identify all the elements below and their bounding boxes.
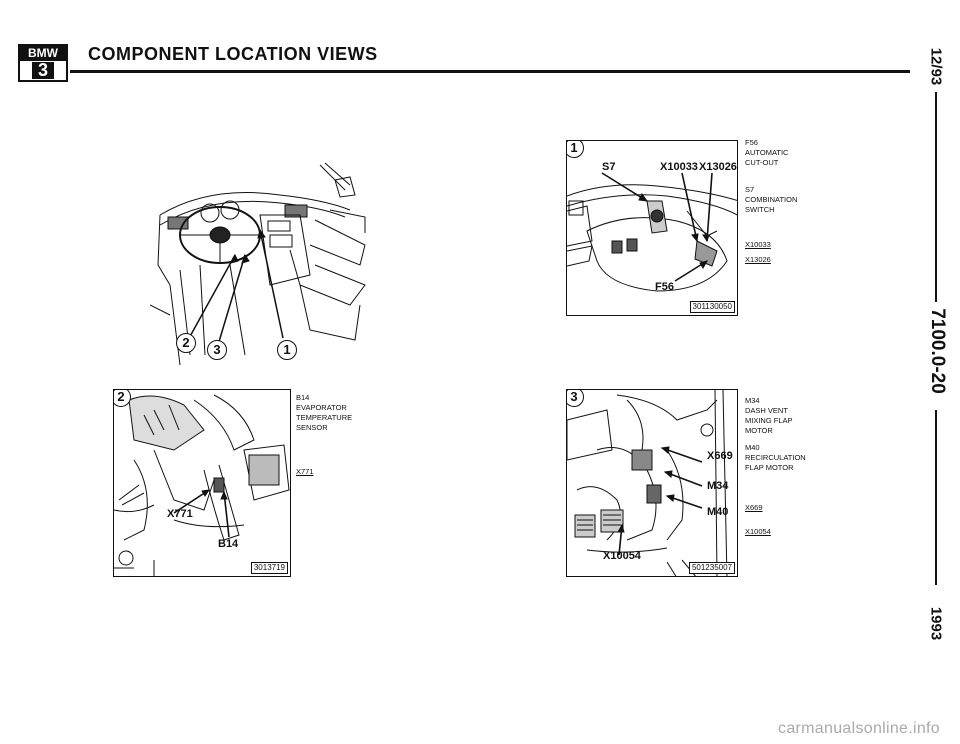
legend-m40-desc1: RECIRCULATION [745,453,806,462]
panel-3-legend: M34 DASH VENT MIXING FLAP MOTOR M40 RECI… [745,396,806,537]
legend-b14-desc1: EVAPORATOR [296,403,347,412]
overview-callout-2: 2 [176,333,196,353]
panel-2-legend: B14 EVAPORATOR TEMPERATURE SENSOR X771 [296,393,352,477]
legend-m40-code: M40 [745,443,760,452]
legend-s7-code: S7 [745,185,755,194]
legend-b14-desc3: SENSOR [296,423,328,432]
legend-m34-desc3: MOTOR [745,426,773,435]
logo-series: 3 [31,61,54,79]
panel-2-part-number: 3013719 [250,562,288,574]
label-f56: F56 [655,281,674,293]
panel-1-number: 1 [567,141,584,158]
panel-2-evaporator: 2 X771 B14 3013719 [113,389,291,577]
legend-m34-desc2: MIXING FLAP [745,416,793,425]
legend-b14-code: B14 [296,393,310,402]
label-x10054: X10054 [603,550,641,562]
label-x13026: X13026 [699,161,737,173]
legend-x10054: X10054 [745,527,771,536]
legend-s7-desc1: COMBINATION [745,195,798,204]
legend-b14-desc2: TEMPERATURE [296,413,353,422]
legend-x669: X669 [745,503,763,512]
dashboard-overview-illustration [150,162,366,366]
header-rule [70,70,910,73]
overview-callout-1: 1 [277,340,297,360]
panel-3-number: 3 [567,390,584,407]
label-m34: M34 [707,480,729,492]
flap-motors-illustration [567,390,728,576]
bmw-3-series-logo: BMW 3 [18,44,68,82]
legend-m40-desc2: FLAP MOTOR [745,463,794,472]
label-x771: X771 [167,508,193,520]
legend-f56-desc1: AUTOMATIC [745,148,789,157]
margin-year: 1993 [927,606,945,641]
panel-1-part-number: 301130050 [689,301,735,313]
panel-3-flap-motors: 3 X669 M34 M40 X10054 501235007 [566,389,738,577]
label-x669: X669 [707,450,733,462]
panel-1-steering-column: 1 S7 X10033 X13026 F56 301130050 [566,140,738,316]
legend-f56-desc2: CUT-OUT [745,158,779,167]
page-title: COMPONENT LOCATION VIEWS [88,44,378,64]
label-m40: M40 [707,506,729,518]
panel-1-legend: F56 AUTOMATIC CUT-OUT S7 COMBINATION SWI… [745,138,797,265]
legend-m34-desc1: DASH VENT [745,406,788,415]
panel-2-number: 2 [114,390,131,407]
legend-x771: X771 [296,467,314,476]
label-s7: S7 [602,161,616,173]
evaporator-illustration [114,394,290,576]
margin-rule-bottom [935,410,937,585]
margin-rule-top [935,92,937,302]
legend-s7-desc2: SWITCH [745,205,775,214]
overview-callout-3: 3 [207,340,227,360]
margin-section-code: 7100.0-20 [927,308,948,394]
panel-3-part-number: 501235007 [688,562,735,574]
legend-f56-code: F56 [745,138,758,147]
margin-date: 12/93 [927,47,945,86]
legend-x13026: X13026 [745,255,771,264]
steering-column-illustration [567,172,737,292]
watermark: carmanualsonline.info [778,720,940,737]
legend-m34-code: M34 [745,396,760,405]
label-b14: B14 [218,538,239,550]
logo-brand: BMW [20,46,66,61]
label-x10033: X10033 [660,161,698,173]
legend-x10033: X10033 [745,240,771,249]
